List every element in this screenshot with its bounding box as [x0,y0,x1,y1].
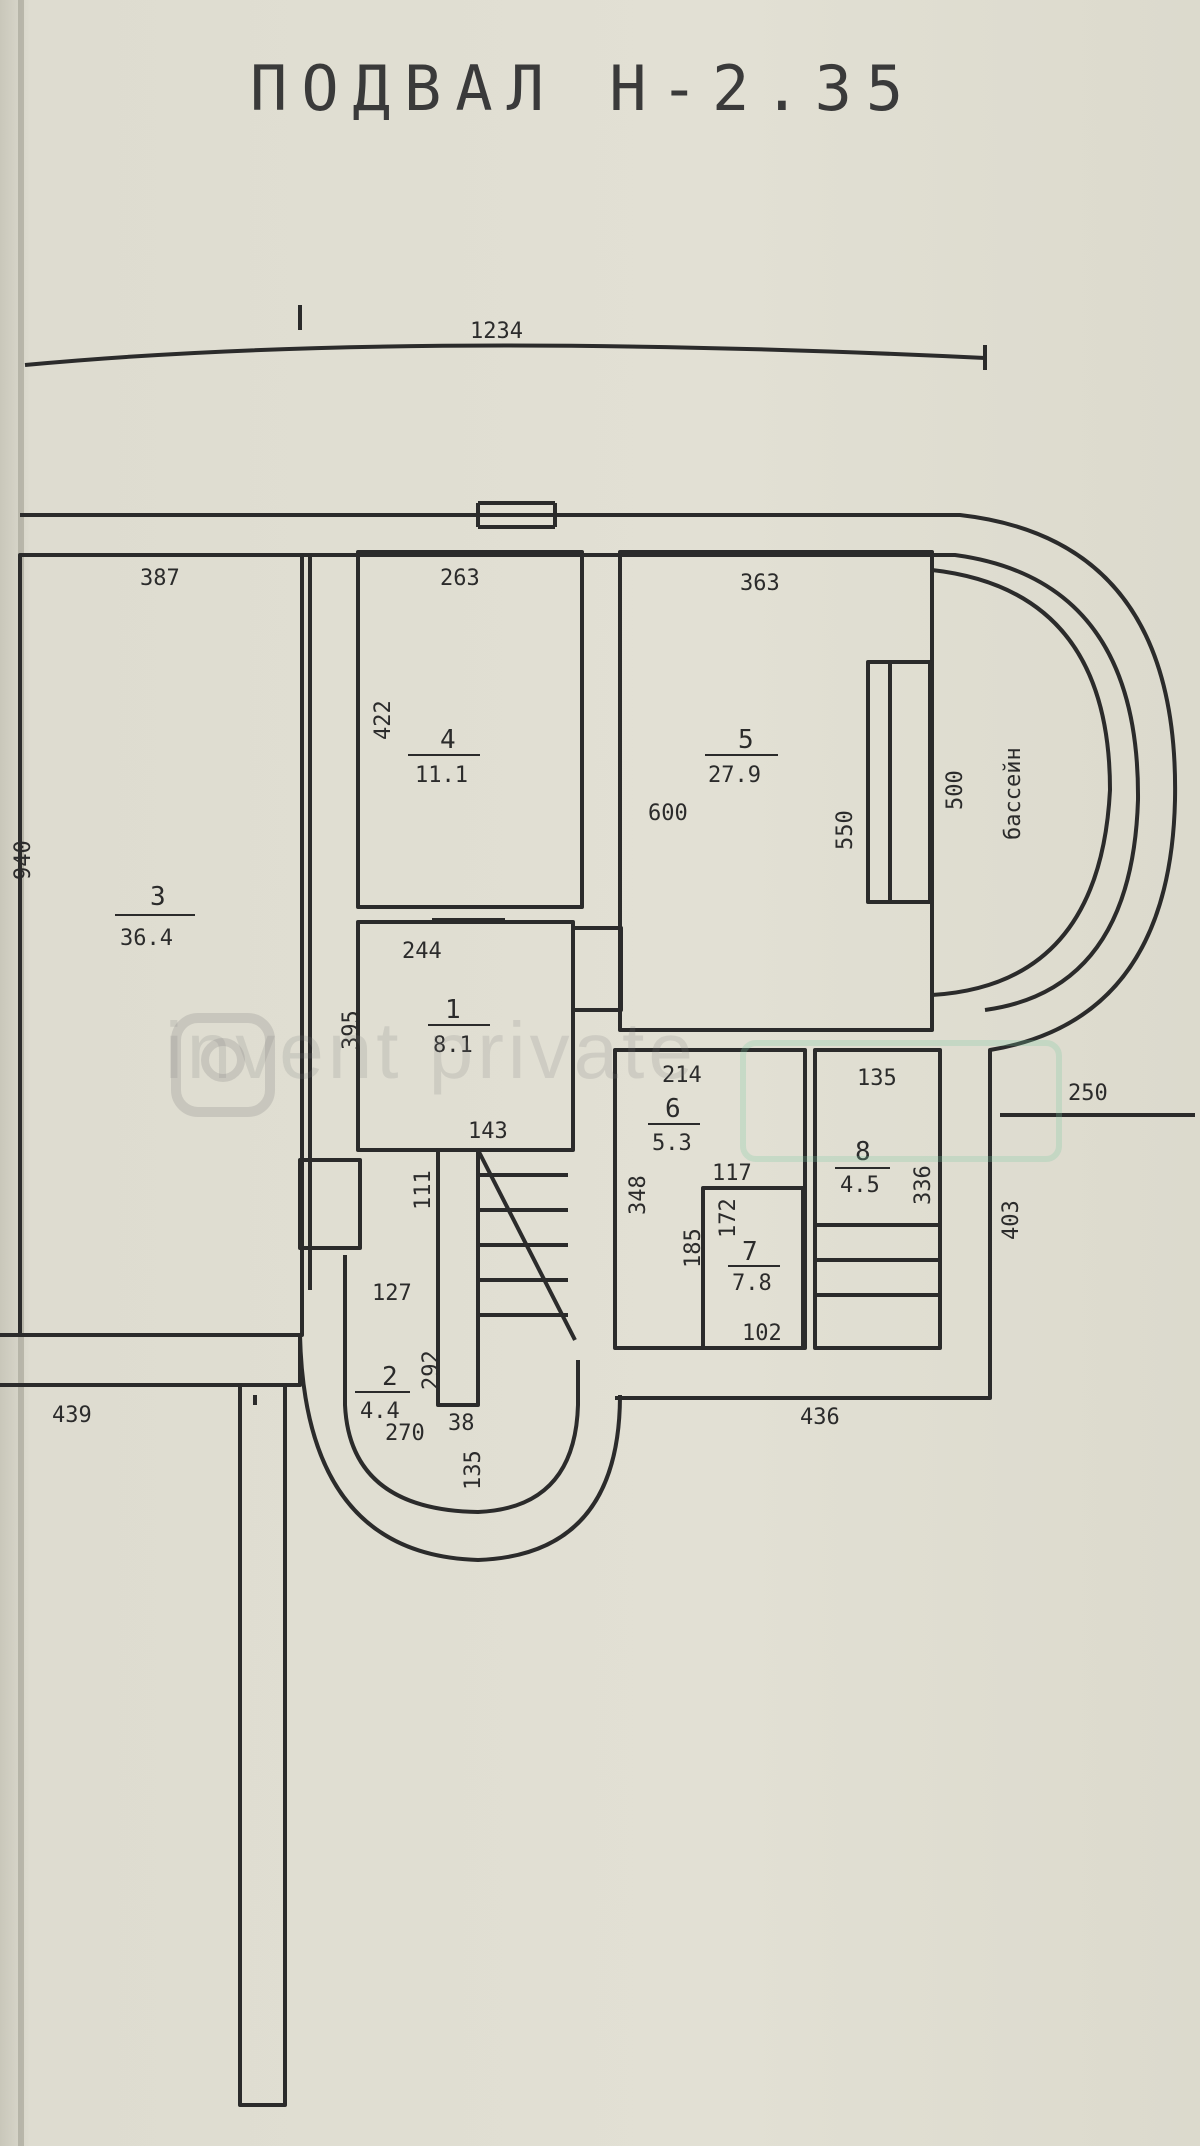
outer-semicircle [298,1334,622,1562]
dim-room4-side: 422 [371,700,396,740]
right-wall [615,1050,992,1400]
dim-room8-side: 336 [911,1165,936,1205]
dim-room5-left: 600 [648,801,688,826]
dim-room2-stair: 135 [461,1450,486,1490]
overall-dimension-line [24,343,986,367]
dim-room3-side: 940 [11,840,36,880]
pool-ladder [866,660,932,904]
dim-room7-top: 117 [712,1161,752,1186]
dim-room6-inner: 185 [681,1228,706,1268]
room6-area: 5.3 [652,1131,692,1156]
dim-room2-small: 38 [448,1411,475,1436]
dim-room2-top: 127 [372,1281,412,1306]
watermark-text: invent private [165,1006,697,1095]
dim-room4-top: 263 [440,566,480,591]
inner-wall-top [20,553,1141,1012]
dim-room1-top: 244 [402,939,442,964]
stair-steps [478,1173,568,1317]
doorway-1-5 [571,926,623,1012]
room7-area: 7.8 [732,1271,772,1296]
room4-number: 4 [440,725,456,755]
lower-left-wall [0,1333,302,1387]
dim-room5-top: 363 [740,571,780,596]
room6-number: 6 [665,1094,681,1124]
room1-area: 8.1 [433,1033,473,1058]
dim-room7-bottom: 102 [742,1321,782,1346]
outer-wall-top [20,513,1178,1398]
dim-overall-width: 1234 [470,319,523,344]
room5-outline [618,550,934,1032]
dim-room6-side: 348 [626,1175,651,1215]
room5-number: 5 [738,725,754,755]
room3-area: 36.4 [120,926,173,951]
watermark-badge [740,1040,1062,1162]
room2-area: 4.4 [360,1399,400,1424]
dim-room5-right: 550 [833,810,858,850]
dim-bottom-left: 439 [52,1403,92,1428]
room3-number: 3 [150,882,166,912]
room7-outline [701,1186,805,1350]
dim-pool-height: 500 [943,770,968,810]
stair-outline [436,1148,480,1407]
dim-room6-top: 214 [662,1063,702,1088]
pool-curve [931,568,1112,997]
dim-room3-top: 387 [140,566,180,591]
room7-number: 7 [742,1237,758,1267]
dim-room1-bottom: 143 [468,1119,508,1144]
dim-stair-small: 111 [411,1170,436,1210]
room5-area: 27.9 [708,763,761,788]
room8-outline [813,1048,942,1350]
room8-area: 4.5 [840,1173,880,1198]
dim-right-side: 403 [999,1200,1024,1240]
watermark-logo-icon [171,1013,275,1117]
long-corridor [238,1383,287,2107]
room8-number: 8 [855,1137,871,1167]
dim-room1-side: 395 [339,1010,364,1050]
dim-right-offset: 250 [1068,1081,1108,1106]
dim-room8-top: 135 [857,1066,897,1091]
dim-room2-side: 292 [419,1350,444,1390]
passage-left [298,1158,362,1250]
dim-room7-side: 172 [716,1198,741,1238]
room2-number: 2 [382,1362,398,1392]
room4-area: 11.1 [415,763,468,788]
room1-number: 1 [445,995,461,1025]
dim-room2-bottom: 270 [385,1421,425,1446]
pool-label: бассейн [1001,747,1026,840]
dim-bottom-right: 436 [800,1405,840,1430]
plan-title: ПОДВАЛ Н-2.35 [250,52,918,125]
room2-outline [343,1255,580,1514]
